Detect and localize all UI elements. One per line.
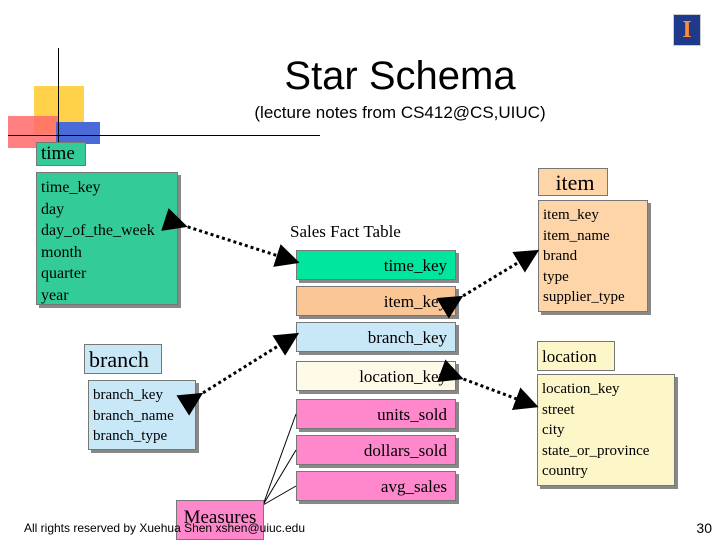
fact-table-title: Sales Fact Table: [290, 222, 401, 241]
footer-credit: All rights reserved by Xuehua Shen xshen…: [24, 521, 306, 535]
decor-line-horizontal: [8, 135, 320, 136]
branch-attribute: branch_key: [93, 387, 163, 403]
logo-letter: I: [682, 17, 692, 43]
location-table-label: location: [537, 341, 615, 371]
time-attribute: time_key: [41, 179, 101, 196]
time-attribute: month: [41, 243, 82, 261]
fact-row-dollars-sold: dollars_sold: [296, 435, 456, 465]
fact-row-avg-sales: avg_sales: [296, 471, 456, 501]
branch-table: branch_key branch_name branch_type: [88, 380, 196, 450]
item-attribute: item_key: [543, 207, 599, 223]
decor-square-blue: [56, 122, 100, 144]
location-attribute: country: [542, 463, 588, 479]
item-attribute: brand: [543, 248, 578, 264]
fact-row-item-key: item_key: [296, 286, 456, 316]
branch-attribute: branch_type: [93, 428, 168, 444]
time-attribute: day_of_the_week: [41, 222, 155, 239]
time-attribute: quarter: [41, 265, 87, 282]
page-number: 30: [696, 520, 712, 536]
location-table: location_key street city state_or_provin…: [537, 374, 675, 486]
fact-row-branch-key: branch_key: [296, 322, 456, 352]
time-table: time_key day day_of_the_week month quart…: [36, 172, 178, 305]
location-attribute: street: [542, 401, 575, 418]
item-table-label: item: [538, 168, 608, 196]
time-attribute: year: [41, 286, 69, 304]
location-attribute: city: [542, 422, 565, 438]
slide-subtitle: (lecture notes from CS412@CS,UIUC): [254, 103, 546, 122]
university-logo: I: [673, 14, 701, 46]
slide-title: Star Schema: [284, 54, 516, 98]
location-attribute: state_or_province: [542, 442, 650, 459]
time-table-label: time: [36, 142, 86, 166]
branch-attribute: branch_name: [93, 407, 174, 424]
item-attribute: item_name: [543, 227, 610, 244]
measures-label: Measures: [176, 500, 264, 540]
time-attribute: day: [41, 200, 65, 218]
location-attribute: location_key: [542, 381, 620, 397]
item-table: item_key item_name brand type supplier_t…: [538, 200, 648, 312]
decor-line-vertical: [58, 48, 59, 148]
item-attribute: supplier_type: [543, 289, 625, 305]
fact-row-time-key: time_key: [296, 250, 456, 280]
fact-row-location-key: location_key: [296, 361, 456, 391]
branch-table-label: branch: [84, 344, 162, 374]
item-attribute: type: [543, 268, 569, 285]
